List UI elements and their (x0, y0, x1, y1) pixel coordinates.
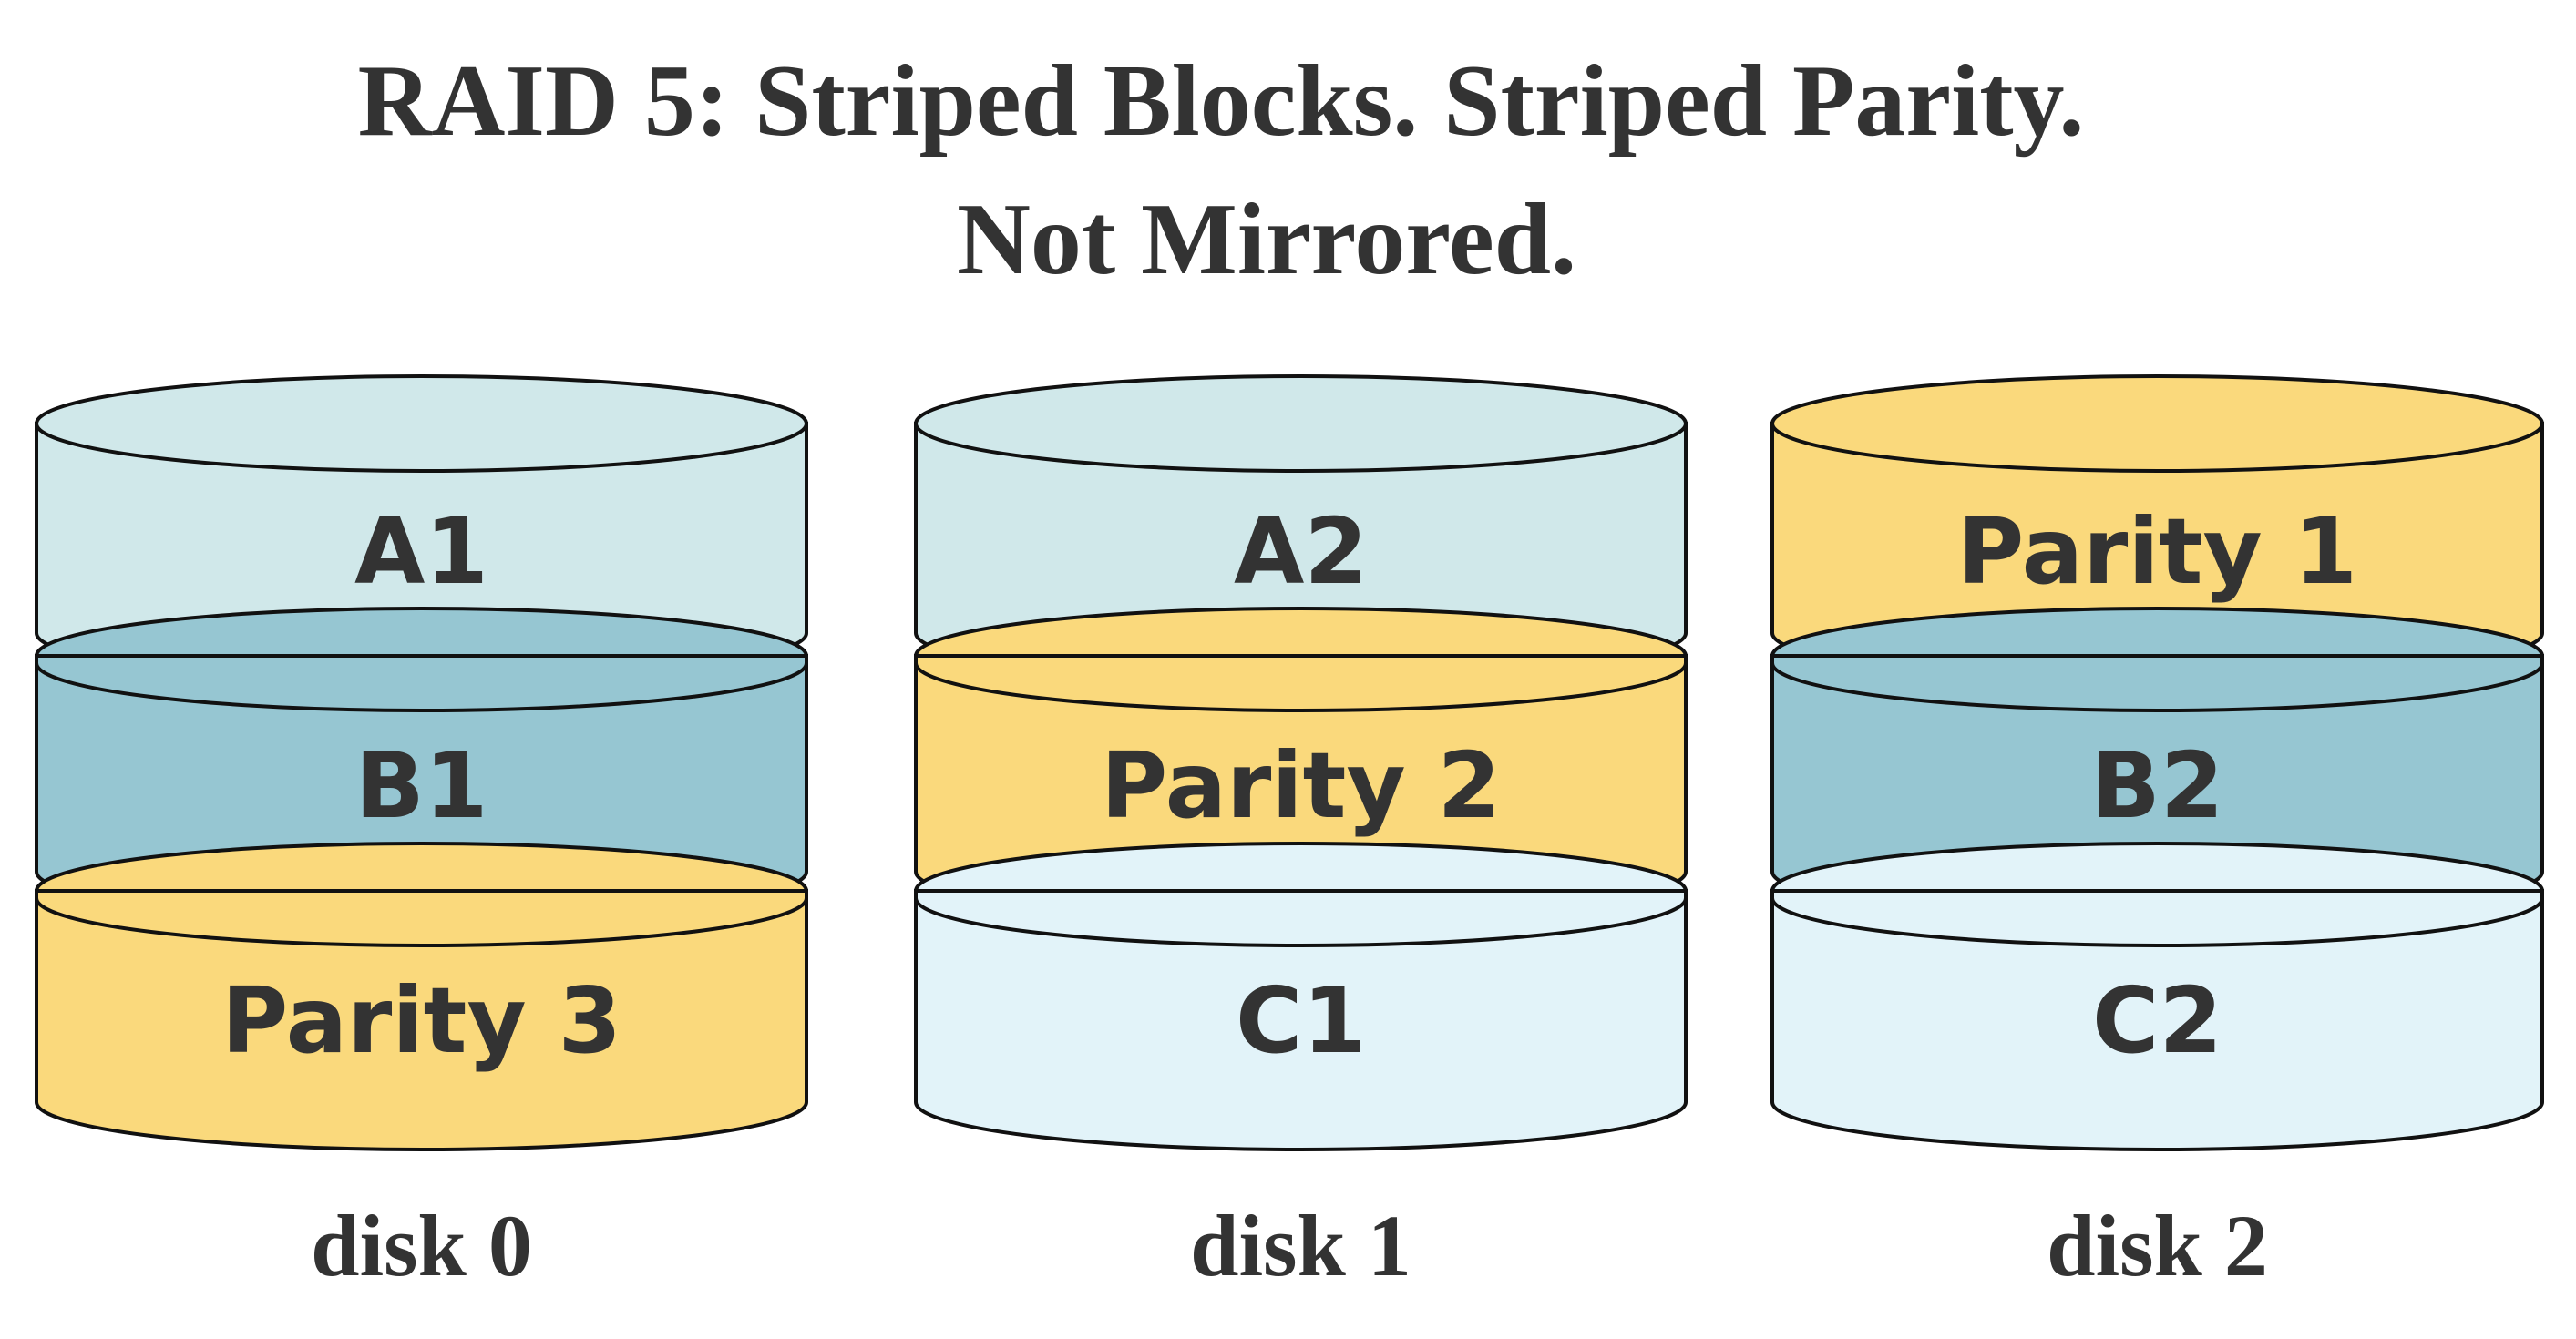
disk-label: disk 2 (2047, 1197, 2268, 1294)
segment-top (914, 374, 1688, 473)
block-label: Parity 1 (1957, 498, 2357, 605)
disk-2-segment-3: C2 (1770, 842, 2544, 1151)
segment-ring (1770, 897, 2544, 947)
block-label: C2 (2092, 967, 2222, 1074)
disk-0-segment-3: Parity 3 (35, 842, 808, 1151)
segment-ring (35, 897, 808, 947)
block-label: A2 (1234, 498, 1368, 605)
block-label: A1 (354, 498, 488, 605)
disk-1-segment-3: C1 (914, 842, 1688, 1151)
block-label: B2 (2091, 732, 2224, 839)
block-label: C1 (1236, 967, 1366, 1074)
segment-top (35, 374, 808, 473)
segment-body (1770, 889, 2544, 1151)
title-line-2: Not Mirrored. (957, 183, 1576, 296)
block-label: Parity 3 (221, 967, 621, 1074)
segment-body (35, 889, 808, 1151)
segment-ring (1770, 662, 2544, 712)
segment-ring (35, 662, 808, 712)
segment-ring (914, 897, 1688, 947)
title-line-1: RAID 5: Striped Blocks. Striped Parity. (358, 45, 2085, 158)
disk-label: disk 1 (1190, 1197, 1411, 1294)
block-label: Parity 2 (1101, 732, 1501, 839)
segment-body (914, 889, 1688, 1151)
segment-ring (914, 662, 1688, 712)
segment-top (1770, 374, 2544, 473)
disk-label: disk 0 (311, 1197, 532, 1294)
block-label: B1 (355, 732, 488, 839)
